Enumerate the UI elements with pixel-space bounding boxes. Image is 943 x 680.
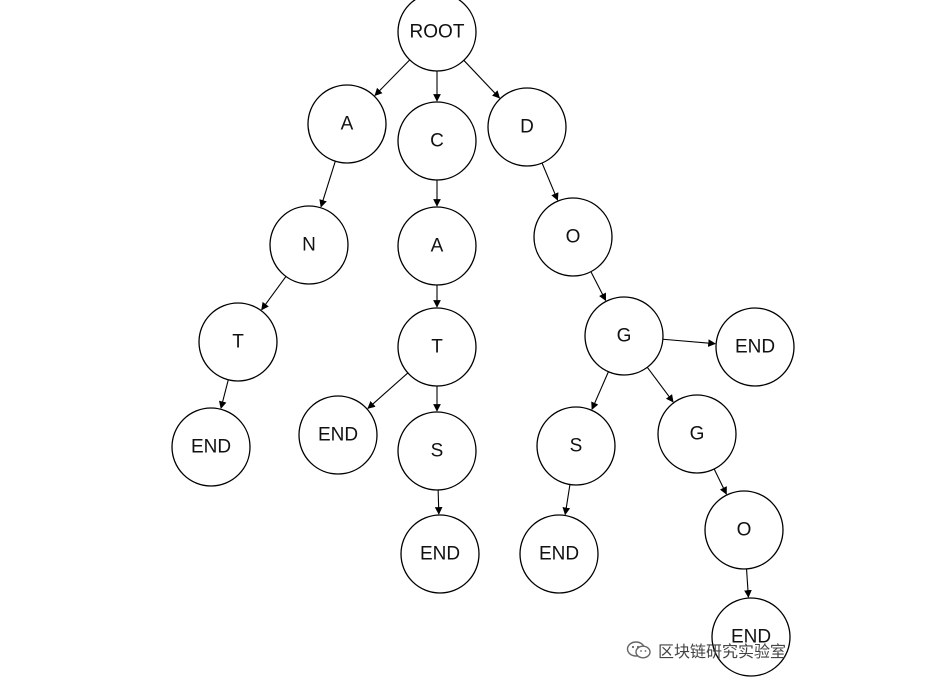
node-ct: T [397, 307, 477, 387]
node-root: ROOT [397, 0, 477, 72]
edge-g-to-gg [646, 366, 674, 403]
node-end_cats: END [400, 514, 480, 594]
node-end_dogs: END [519, 514, 599, 594]
node-label: END [318, 425, 358, 446]
node-circle [171, 407, 251, 487]
wechat-icon [626, 641, 651, 659]
node-g: G [584, 296, 664, 376]
edge-g-to-gs [591, 371, 609, 411]
node-label: S [431, 441, 444, 462]
node-circle [715, 307, 795, 387]
node-end_doggo: END [711, 597, 791, 677]
node-n: N [269, 205, 349, 285]
node-label: D [520, 117, 534, 138]
edge-go-to-end_doggo [744, 568, 752, 598]
node-label: A [341, 114, 354, 135]
edge-root-to-d [463, 59, 501, 99]
node-circle [584, 296, 664, 376]
node-circle [269, 205, 349, 285]
node-label: END [735, 337, 775, 358]
node-go: O [704, 490, 784, 570]
edge-root-to-a [374, 59, 411, 96]
node-circle [397, 307, 477, 387]
node-circle [298, 395, 378, 475]
node-circle [519, 514, 599, 594]
node-label: O [566, 227, 581, 248]
node-label: END [731, 627, 771, 648]
node-label: G [690, 424, 705, 445]
node-label: N [302, 235, 316, 256]
node-gs: S [536, 406, 616, 486]
node-end_dog: END [715, 307, 795, 387]
edge-ct-to-end_cat [367, 372, 409, 409]
node-d: D [487, 87, 567, 167]
node-end_ant: END [171, 407, 251, 487]
node-label: END [420, 544, 460, 565]
node-circle [487, 87, 567, 167]
node-label: S [570, 436, 583, 457]
node-circle [533, 197, 613, 277]
edge-g-to-end_dog [662, 338, 716, 347]
node-c: C [397, 101, 477, 181]
edge-a-to-n [319, 161, 336, 208]
node-o: O [533, 197, 613, 277]
node-circle [397, 411, 477, 491]
edge-d-to-o [541, 162, 559, 201]
node-ca: A [397, 206, 477, 286]
node-circle [307, 84, 387, 164]
edge-gs-to-end_dogs [562, 484, 571, 516]
edge-o-to-g [590, 271, 607, 302]
edge-gg-to-go [713, 468, 727, 495]
node-circle [397, 101, 477, 181]
node-circle [400, 514, 480, 594]
node-label: G [617, 326, 632, 347]
node-circle [198, 302, 278, 382]
node-label: END [539, 544, 579, 565]
node-label: END [191, 437, 231, 458]
watermark: 区块链研究实验室 [626, 638, 786, 662]
node-t: T [198, 302, 278, 382]
edge-t-to-end_ant [218, 379, 229, 410]
node-label: T [232, 332, 244, 353]
node-circle [397, 206, 477, 286]
node-circle [397, 0, 477, 72]
node-gg: G [657, 394, 737, 474]
node-circle [536, 406, 616, 486]
edge-s-to-end_cats [434, 489, 443, 515]
node-label: C [430, 131, 444, 152]
node-label: ROOT [410, 22, 465, 43]
node-a: A [307, 84, 387, 164]
node-circle [704, 490, 784, 570]
node-s: S [397, 411, 477, 491]
watermark-text: 区块链研究实验室 [658, 642, 787, 661]
node-label: O [737, 520, 752, 541]
node-circle [711, 597, 791, 677]
node-label: T [431, 337, 443, 358]
node-label: A [431, 236, 444, 257]
node-end_cat: END [298, 395, 378, 475]
edge-n-to-t [261, 276, 287, 311]
node-circle [657, 394, 737, 474]
